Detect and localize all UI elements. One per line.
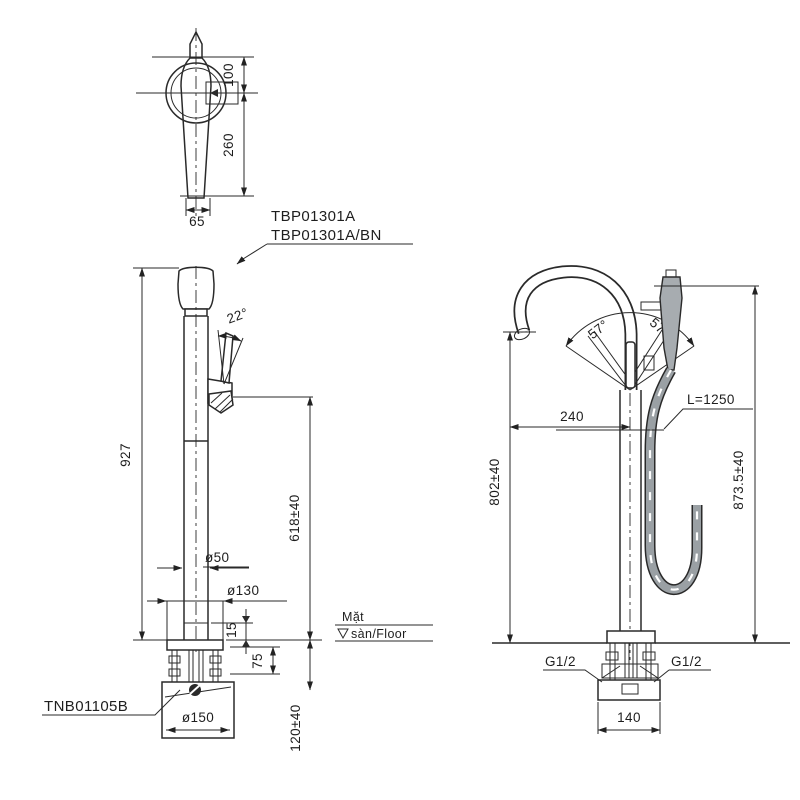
- floor-label: Mặt sàn/Floor: [335, 610, 433, 642]
- dim-ext-927: [133, 267, 179, 641]
- thread-text-left: G1/2: [545, 654, 576, 669]
- base-part-number: TNB01105B: [44, 698, 128, 715]
- base-part-leader: [42, 689, 181, 716]
- stud-nut-left: [168, 655, 181, 664]
- lever-center: [625, 341, 636, 389]
- stud-nut-right2: [209, 668, 222, 677]
- side-nut-right: [642, 651, 656, 661]
- hose-length-leader: [556, 408, 753, 431]
- side-floor-plate: [606, 630, 656, 644]
- dim-text-75: 75: [250, 653, 265, 669]
- hand-shower-body: [659, 276, 683, 371]
- bracket-arrow-icon: [210, 89, 218, 97]
- side-valve-block: [601, 663, 659, 679]
- gooseneck-spout-inner: [515, 266, 636, 390]
- dim-text-100: 100: [221, 63, 236, 87]
- thread-leader-left: [543, 669, 603, 683]
- dim-text-8735: 873.5±40: [731, 450, 746, 509]
- floor-text-line1: Mặt: [342, 610, 364, 624]
- dim-line-d130: [147, 600, 287, 640]
- dim-text-120: 120±40: [288, 704, 303, 751]
- dim-text-57-left: 57°: [585, 317, 611, 342]
- top-detail-view: 100 260 65: [136, 28, 258, 229]
- dim-text-240: 240: [560, 409, 584, 424]
- floor-text-line2: sàn/Floor: [351, 627, 407, 641]
- swing-radial-lines: [565, 345, 695, 391]
- side-valve-diagonals: [601, 665, 659, 679]
- model-labels: TBP01301A TBP01301A/BN: [236, 208, 413, 265]
- side-nut-left: [605, 651, 619, 661]
- dim-text-260: 260: [221, 133, 236, 157]
- thread-leader-right: [653, 669, 711, 683]
- dim-text-hose-length: L=1250: [687, 392, 735, 407]
- dim-text-d150: ø150: [182, 710, 214, 725]
- dim-text-15: 15: [224, 622, 239, 638]
- dim-text-802: 802±40: [487, 458, 502, 505]
- diverter-knob: [643, 355, 655, 371]
- floor-level-icon: [337, 628, 349, 640]
- side-view: 57° 57° 240 802±40 L=1250 873.5±40: [487, 265, 790, 734]
- side-column-outline: [619, 390, 642, 631]
- spout-outlet-tip: [513, 327, 531, 341]
- dim-text-140: 140: [617, 710, 641, 725]
- model-number-line2: TBP01301A/BN: [271, 227, 382, 244]
- model-leader-line: [236, 243, 268, 265]
- stud-nut-left2: [168, 668, 181, 677]
- model-number-line1: TBP01301A: [271, 208, 356, 225]
- side-base-box: [597, 679, 661, 701]
- swing-arc: [565, 312, 695, 347]
- base-drain-slash: [189, 684, 201, 695]
- dim-text-618: 618±40: [287, 494, 302, 541]
- dim-text-d130: ø130: [227, 583, 259, 598]
- front-view: 22° 618±40 927 ø50 ø130 15 7: [42, 266, 322, 752]
- dim-arrow-15-bottom: [242, 640, 250, 647]
- outlet-spout-hatch: [210, 392, 234, 413]
- holder-bracket-side: [640, 301, 662, 311]
- stud-nut-right: [209, 655, 222, 664]
- dim-text-65: 65: [189, 214, 205, 229]
- thread-text-right: G1/2: [671, 654, 702, 669]
- escutcheon-flange: [166, 639, 224, 651]
- dim-text-22deg: 22°: [225, 305, 250, 326]
- outlet-spout: [208, 390, 234, 414]
- spout-head-outline: [177, 266, 215, 310]
- shower-hose-highlight: [648, 369, 699, 591]
- dim-arrow-15-top: [242, 616, 250, 623]
- angle-arc-22: [217, 332, 242, 342]
- side-base-center-detail: [621, 683, 639, 695]
- dim-text-d50: ø50: [205, 550, 229, 565]
- dim-text-927: 927: [118, 443, 133, 467]
